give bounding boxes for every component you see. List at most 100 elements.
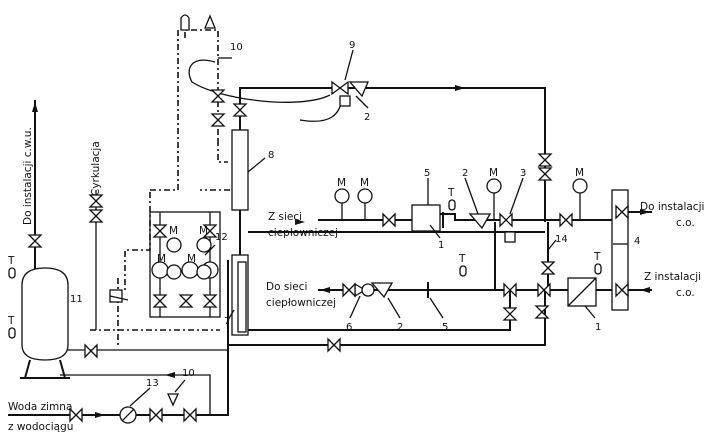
pressure-gauge (334, 188, 350, 204)
callout-8: 8 (268, 150, 274, 161)
callout-1: 1 (595, 322, 601, 333)
filter-mark (567, 277, 597, 307)
flow-arrow (95, 412, 105, 418)
label-cold-water-2: z wodociągu (8, 421, 73, 433)
pump-frame (149, 211, 221, 318)
valve (152, 224, 168, 238)
valve (534, 305, 550, 319)
label-cold-water-1: Woda zimna (8, 401, 72, 413)
valve (232, 103, 248, 117)
thermometer (8, 327, 16, 339)
valve (382, 212, 396, 228)
temp-label: T (447, 187, 455, 199)
safety-valve-10-lower (166, 393, 180, 407)
valve (615, 282, 629, 298)
thermometer (448, 199, 456, 211)
flow-arrow (640, 287, 650, 293)
actuator-2-top (339, 95, 351, 107)
valve (88, 209, 104, 223)
cold-water-branch (60, 374, 211, 415)
valve (210, 89, 226, 103)
valve (559, 212, 573, 228)
callout-2: 2 (364, 112, 370, 123)
pressure-gauge (196, 264, 212, 280)
heat-exchanger-4 (611, 189, 629, 311)
gauge-label: M (337, 177, 346, 189)
hx7-lower-pipe (248, 290, 511, 331)
label-to-heating-1: Do instalacji (640, 201, 704, 213)
label-to-heating-2: c.o. (676, 217, 695, 229)
valve (69, 407, 83, 423)
temp-letters: T T T T T (7, 187, 601, 327)
label-circulation: Cyrkulacja (90, 141, 102, 196)
valve (537, 167, 553, 181)
flow-arrow (165, 372, 175, 378)
strainer-2-upper (468, 213, 492, 230)
callout-5: 5 (442, 322, 448, 333)
gauge-letters: M M M M M M M M (157, 167, 584, 265)
valve (27, 234, 43, 248)
valve (149, 407, 163, 423)
callout-10: 10 (230, 42, 243, 53)
pressure-gauge (166, 237, 182, 253)
pressure-gauge (572, 178, 588, 194)
valve (537, 282, 551, 298)
valve (615, 204, 629, 220)
callout-2: 2 (462, 168, 468, 179)
callout-13: 13 (146, 378, 159, 389)
flow-arrow (32, 102, 38, 112)
gauge-label: M (187, 253, 196, 265)
valve (84, 343, 98, 359)
actuator-3 (504, 231, 516, 243)
valve (202, 294, 218, 308)
gauge-label: M (157, 253, 166, 265)
top-return-pipe (239, 87, 546, 190)
strainer-2-top (348, 81, 369, 98)
flow-arrow (320, 287, 330, 293)
flow-arrow (640, 209, 650, 215)
pressure-gauges (166, 178, 588, 280)
thermometer (594, 263, 602, 275)
valve (540, 261, 556, 275)
temp-label: T (7, 315, 15, 327)
label-from-network-2: ciepłowniczej (268, 227, 338, 239)
cylinder-legs (20, 359, 70, 379)
label-hot-water: Do instalacji c.w.u. (22, 127, 34, 225)
pump-13-mark (121, 408, 135, 422)
heat-exchanger-8 (231, 129, 249, 211)
temp-label: T (458, 253, 466, 265)
valve (152, 294, 168, 308)
heat-exchanger-7-inner (237, 261, 247, 333)
valve-9 (331, 80, 349, 96)
label-from-heating-1: Z instalacji (644, 271, 701, 283)
safety-valve-10-upper (204, 14, 216, 29)
gauge-label: M (575, 167, 584, 179)
valve-3 (499, 212, 513, 228)
callout-11: 11 (70, 294, 83, 305)
pump-6 (361, 283, 375, 297)
label-to-network-1: Do sieci (266, 281, 307, 293)
control-line (184, 29, 219, 140)
filter-1-upper (411, 204, 441, 232)
valve (537, 153, 553, 167)
gauge-label: M (489, 167, 498, 179)
thermometer (8, 267, 16, 279)
pump-group-valves (152, 224, 218, 308)
gauge-label: M (169, 225, 178, 237)
valve (178, 294, 194, 308)
thermometer (459, 265, 467, 277)
gauge-label: M (199, 225, 208, 237)
label-to-network-2: ciepłowniczej (266, 297, 336, 309)
air-vent (180, 14, 190, 31)
flow-arrow (455, 85, 465, 91)
supply-network-pipe (318, 213, 600, 221)
valve (502, 307, 518, 321)
valve (88, 194, 104, 208)
callout-5: 5 (424, 168, 430, 179)
valve (210, 113, 226, 127)
temp-label: T (7, 255, 15, 267)
valves (27, 89, 629, 423)
temp-label: T (593, 251, 601, 263)
control-line (217, 140, 228, 163)
